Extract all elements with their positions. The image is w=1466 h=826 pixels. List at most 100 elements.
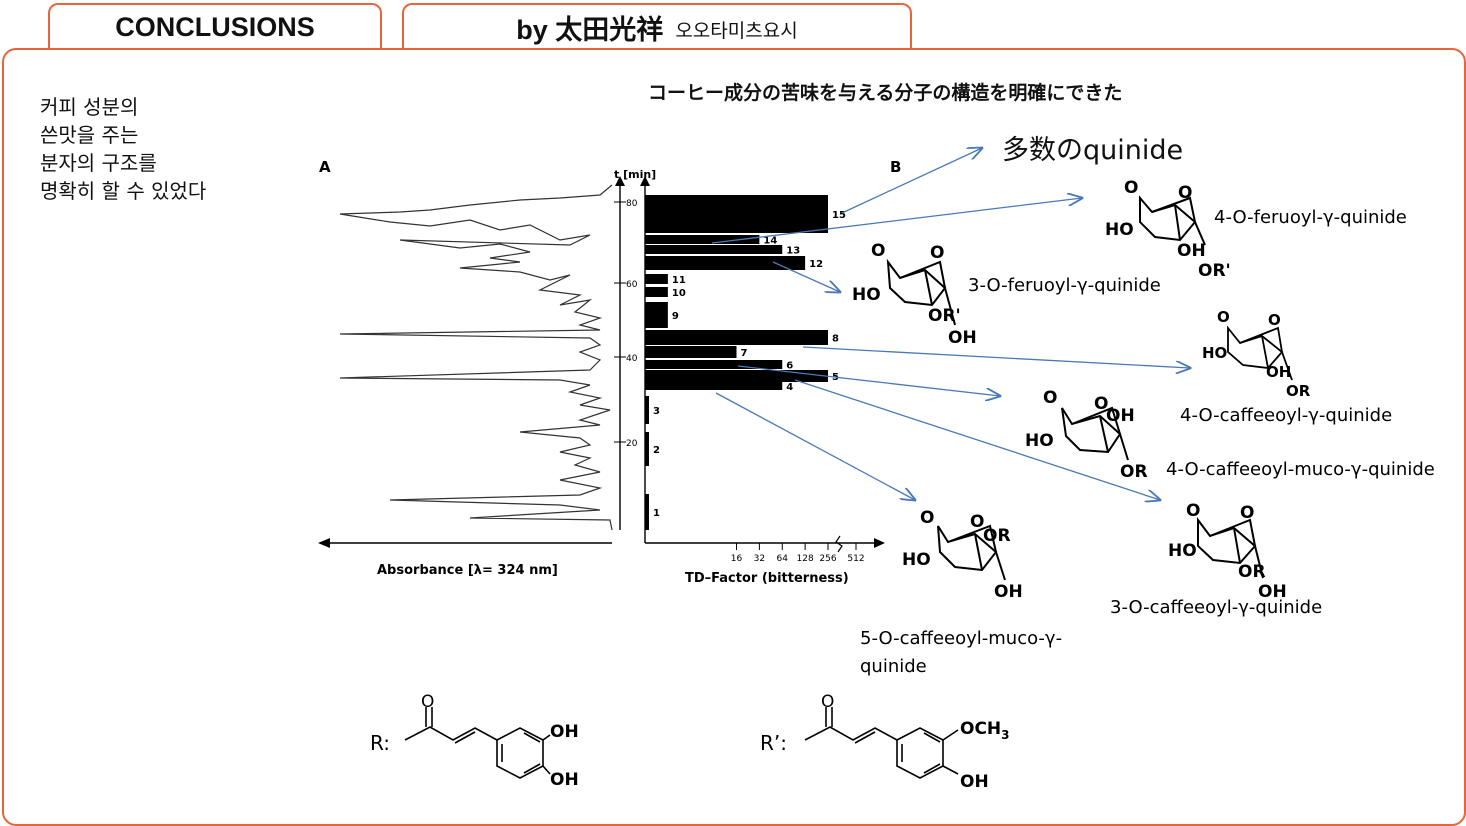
arrow-peak-6 bbox=[737, 365, 1000, 396]
atom-label: O bbox=[1217, 308, 1230, 326]
arrow-peak-4 bbox=[715, 392, 915, 500]
korean-summary: 커피 성분의 쓴맛을 주는 분자의 구조를 명확히 할 수 있었다 bbox=[40, 93, 206, 205]
absorbance-label: Absorbance [λ= 324 nm] bbox=[377, 563, 558, 578]
td-tick-label: 256 bbox=[819, 554, 836, 564]
bar-label-6: 6 bbox=[786, 361, 793, 372]
compound-5-o-caffeeoyl-muco-label-line1: 5-O-caffeeoyl-muco-γ- bbox=[860, 628, 1062, 649]
td-tick-label: 32 bbox=[754, 554, 765, 564]
structure-3-o-feruoyl bbox=[886, 258, 956, 326]
compound-3-o-feruoyl-label: 3-O-feruoyl-γ-quinide bbox=[968, 275, 1161, 296]
atom-label: OH bbox=[1266, 363, 1291, 381]
author-reading: 오오타미츠요시 bbox=[675, 20, 798, 42]
compound-5-o-caffeeoyl-muco-label-line2: quinide bbox=[860, 656, 927, 677]
atom-label: OR bbox=[1238, 562, 1266, 582]
time-ticks: 80 60 40 20 bbox=[614, 199, 638, 449]
tab-conclusions[interactable]: CONCLUSIONS bbox=[48, 3, 382, 49]
bar-peak-11 bbox=[645, 274, 668, 284]
summary-line: 분자의 구조를 bbox=[40, 151, 157, 175]
time-tick-label: 80 bbox=[626, 199, 638, 209]
td-tick-label: 512 bbox=[847, 554, 864, 564]
bar-peak-15 bbox=[645, 195, 828, 233]
r-feruloyl-structure bbox=[804, 707, 959, 779]
arrow-peak-15 bbox=[841, 148, 982, 214]
content-frame bbox=[2, 48, 1466, 826]
atom-label: HO bbox=[852, 285, 881, 305]
bar-peak-1 bbox=[645, 494, 649, 530]
bar-peak-5 bbox=[645, 370, 828, 382]
tab-author[interactable]: by 太田光祥 오오타미츠요시 bbox=[402, 3, 912, 49]
bar-label-1: 1 bbox=[653, 508, 660, 519]
atom-label: O bbox=[930, 243, 944, 263]
atom-label: O bbox=[1186, 501, 1200, 521]
bar-label-12: 12 bbox=[809, 259, 823, 270]
japanese-title: コーヒー成分の苦味を与える分子の構造を明確にできた bbox=[648, 82, 1123, 104]
td-ticks: 16 32 64 128 256 512 bbox=[731, 543, 865, 564]
bar-peak-8 bbox=[645, 330, 828, 345]
atom-label: HO bbox=[1105, 220, 1134, 240]
td-tick-label: 64 bbox=[777, 554, 789, 564]
atom-label: O bbox=[1124, 178, 1138, 198]
atom-label: OH bbox=[948, 328, 977, 348]
compound-4-o-feruoyl-label: 4-O-feruoyl-γ-quinide bbox=[1214, 207, 1407, 228]
atom-label: OH bbox=[994, 582, 1023, 602]
bar-peak-13 bbox=[645, 245, 783, 254]
r-oh-bottom: OH bbox=[550, 770, 579, 790]
time-tick-label: 40 bbox=[626, 354, 638, 364]
atom-label: O bbox=[821, 692, 834, 712]
structure-3-o-caffeeoyl bbox=[1197, 517, 1264, 579]
pointer-arrows bbox=[711, 148, 1190, 500]
panel-a-label: A bbox=[319, 158, 331, 176]
bar-label-15: 15 bbox=[832, 210, 846, 221]
atom-label: O bbox=[1178, 183, 1192, 203]
r-caffeoyl-structure bbox=[404, 707, 551, 779]
bar-peak-10 bbox=[645, 287, 668, 297]
bar-label-10: 10 bbox=[672, 288, 686, 299]
atom-label: OH bbox=[1106, 406, 1135, 426]
structure-4-o-caffeeoyl-muco bbox=[1061, 406, 1129, 461]
atom-label: HO bbox=[1168, 541, 1197, 561]
r-prime-och3: OCH3 bbox=[960, 719, 1010, 742]
atom-label: HO bbox=[1025, 431, 1054, 451]
bar-peak-9 bbox=[645, 302, 668, 328]
atom-label: HO bbox=[1202, 344, 1227, 362]
atom-label: O bbox=[421, 692, 434, 712]
atom-label: OH bbox=[1177, 241, 1206, 261]
bar-peak-4 bbox=[645, 382, 783, 390]
quinide-heading: 多数のquinide bbox=[1002, 135, 1184, 166]
bar-label-11: 11 bbox=[672, 275, 686, 286]
atom-label: OR' bbox=[1198, 261, 1231, 281]
bar-label-13: 13 bbox=[786, 246, 800, 257]
summary-line: 쓴맛을 주는 bbox=[40, 123, 139, 147]
bar-peak-2 bbox=[645, 432, 649, 466]
r-prime-label: R’: bbox=[760, 731, 787, 755]
summary-line: 커피 성분의 bbox=[40, 95, 139, 119]
time-axis-label: t [min] bbox=[614, 168, 656, 181]
time-tick-label: 60 bbox=[626, 280, 638, 290]
bar-peak-3 bbox=[645, 396, 649, 424]
atom-label: OR bbox=[1286, 382, 1311, 400]
td-axis-label: TD–Factor (bitterness) bbox=[685, 571, 849, 586]
tab-conclusions-label: CONCLUSIONS bbox=[115, 11, 315, 42]
r-prime-oh: OH bbox=[960, 772, 989, 792]
td-tick-label: 16 bbox=[731, 554, 743, 564]
bar-label-14: 14 bbox=[763, 236, 777, 247]
atom-label: O bbox=[1268, 311, 1281, 329]
atom-label: OH bbox=[1258, 582, 1287, 602]
bar-label-4: 4 bbox=[786, 382, 793, 393]
atom-label: O bbox=[1094, 394, 1108, 414]
r-oh-top: OH bbox=[550, 722, 579, 742]
bar-peak-14 bbox=[645, 235, 760, 244]
atom-label: OR bbox=[1120, 462, 1148, 482]
td-tick-label: 128 bbox=[797, 554, 814, 564]
atom-label: O bbox=[920, 508, 934, 528]
panel-b-label: B bbox=[890, 158, 901, 176]
chromatogram-trace bbox=[339, 184, 613, 531]
atom-label: O bbox=[1240, 503, 1254, 523]
compound-3-o-caffeeoyl-label: 3-O-caffeeoyl-γ-quinide bbox=[1110, 597, 1322, 618]
author-name: by 太田光祥 bbox=[516, 14, 664, 45]
bar-label-2: 2 bbox=[653, 445, 660, 456]
atom-label: O bbox=[1043, 388, 1057, 408]
time-tick-label: 20 bbox=[626, 439, 638, 449]
